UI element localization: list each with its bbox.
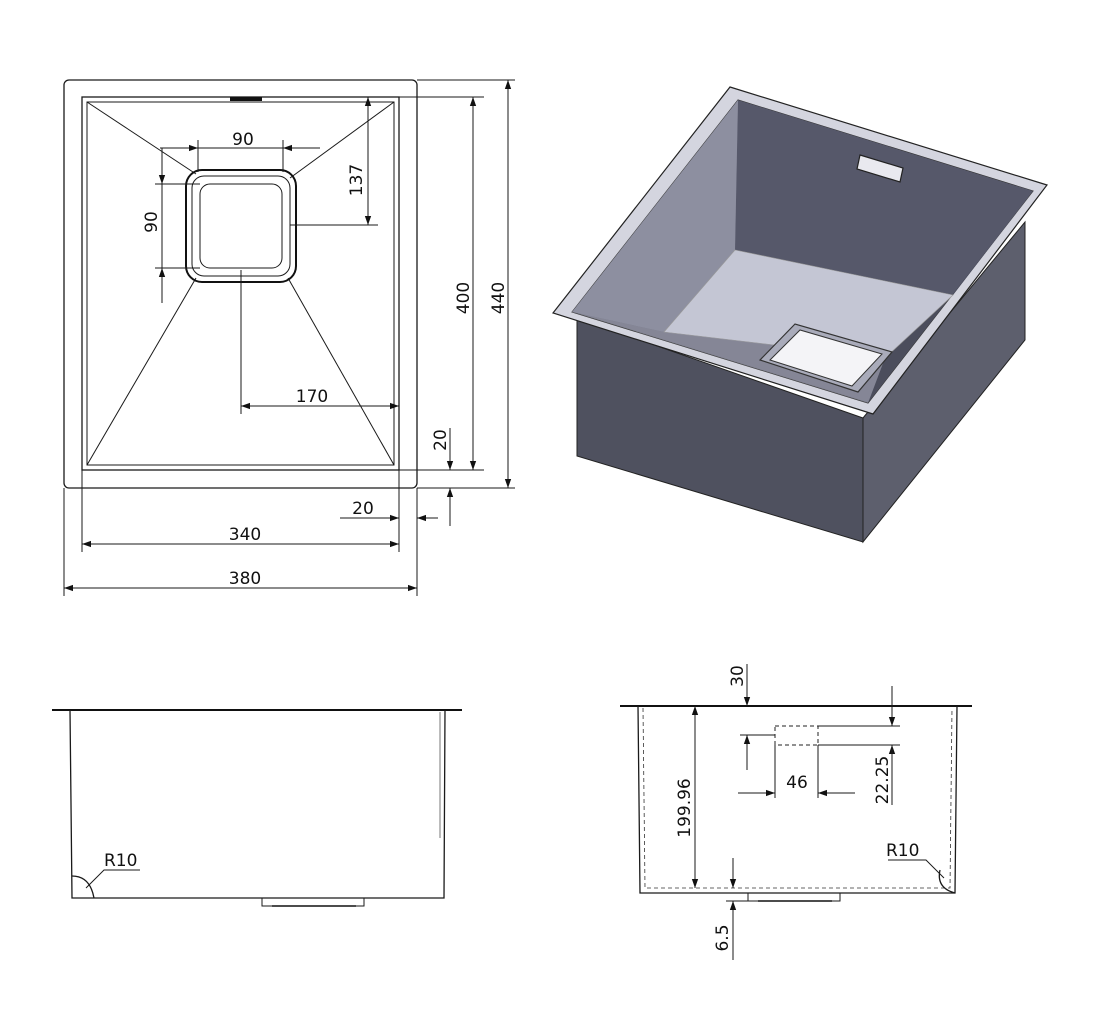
dim-overflow-width: 46: [738, 745, 855, 798]
dim-label: 20: [352, 499, 374, 519]
drain-outlet: [261, 897, 365, 907]
dim-outlet-width: 90: [160, 130, 320, 172]
bowl-outline: [69, 709, 446, 899]
bowl-floor-edge: [86, 101, 395, 466]
outlet-rim: [191, 175, 291, 277]
outlet-opening-3d: [769, 329, 883, 387]
dim-overflow-height: 22.25: [818, 686, 900, 805]
radius-leader: [85, 869, 140, 889]
dim-inner-depth: 400: [399, 96, 484, 471]
dim-overflow-offset: 30: [728, 664, 775, 770]
dim-label: 199.96: [675, 778, 695, 837]
dim-bowl-depth: 199.96: [675, 706, 699, 888]
dim-inner-width: 340: [81, 470, 400, 552]
dim-outlet-height: 90: [142, 148, 200, 303]
side-view: R10 30 46 22.25 199.96: [620, 664, 972, 960]
dim-flange-side: 20: [340, 470, 438, 526]
radius-label: R10: [104, 851, 137, 871]
radius-label: R10: [886, 841, 919, 861]
front-wall: [572, 312, 885, 403]
dim-label: 440: [489, 282, 509, 314]
inner-hidden-line: [642, 707, 953, 889]
top-view: 90 90 137 170 400: [63, 79, 515, 596]
outer-side-face: [862, 220, 1026, 544]
dim-label: 137: [347, 164, 367, 196]
dim-label: 6.5: [713, 924, 733, 951]
dim-label: 170: [296, 387, 328, 407]
radius-arc: [938, 869, 956, 894]
dim-label: 90: [142, 211, 162, 233]
drain-outlet: [747, 892, 841, 902]
dim-flange-bottom: 20: [431, 428, 454, 526]
left-wall: [572, 100, 738, 332]
overflow-hidden: [774, 725, 819, 746]
dim-label: 90: [232, 130, 254, 150]
overflow-slot-3d: [856, 154, 904, 183]
dim-outlet-offset-side: 170: [240, 270, 399, 414]
dim-label: 380: [229, 569, 261, 589]
dim-label: 22.25: [873, 756, 893, 805]
dim-base-thickness: 6.5: [713, 858, 748, 960]
radius-arc: [71, 875, 95, 899]
back-wall: [735, 100, 1033, 295]
dim-label: 46: [786, 773, 808, 793]
dim-label: 400: [454, 282, 474, 314]
radius-leader: [888, 859, 945, 879]
floor-creases: [86, 101, 395, 466]
dim-label: 30: [728, 665, 748, 687]
outlet-inner: [199, 183, 283, 269]
outer-flange: [63, 79, 418, 489]
dim-outer-depth: 440: [417, 79, 515, 489]
dim-outlet-offset-top: 137: [290, 97, 378, 226]
dim-label: 340: [229, 525, 261, 545]
front-view: R10: [52, 709, 462, 907]
isometric-view: [551, 86, 1048, 544]
dim-label: 20: [431, 429, 451, 451]
dim-outer-width: 380: [63, 488, 418, 596]
